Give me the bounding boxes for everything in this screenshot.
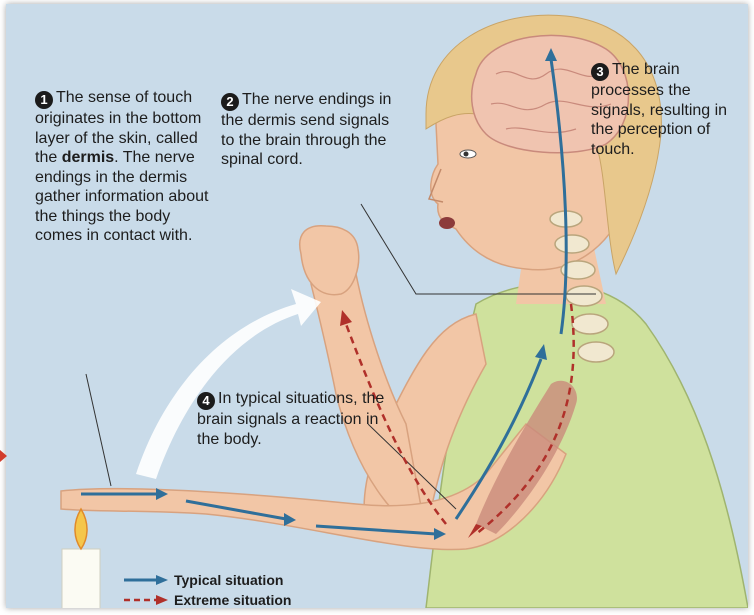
step-number-1: 1	[35, 91, 53, 109]
step-number-4: 4	[197, 392, 215, 410]
solid-arrow-icon	[124, 574, 168, 586]
legend-extreme-label: Extreme situation	[174, 592, 291, 608]
candle-flame	[75, 509, 87, 549]
edge-arrow-fragment-icon	[0, 448, 8, 464]
step-number-2: 2	[221, 93, 239, 111]
legend-extreme: Extreme situation	[124, 590, 291, 608]
legend-typical-label: Typical situation	[174, 572, 283, 588]
callout-step-1-bold-term: dermis	[62, 149, 114, 166]
step-number-3: 3	[591, 63, 609, 81]
fist	[300, 226, 359, 295]
callout-step-2-text: The nerve endings in the dermis send sig…	[221, 91, 391, 168]
callout-step-4-text: In typical situations, the brain signals…	[197, 390, 384, 448]
legend: Typical situation Extreme situation	[124, 570, 291, 608]
reaction-motion-arrow	[136, 289, 321, 479]
dashed-arrow-icon	[124, 594, 168, 606]
callout-step-3-text: The brain processes the signals, resulti…	[591, 61, 727, 158]
candle	[62, 549, 100, 608]
legend-typical: Typical situation	[124, 570, 291, 590]
